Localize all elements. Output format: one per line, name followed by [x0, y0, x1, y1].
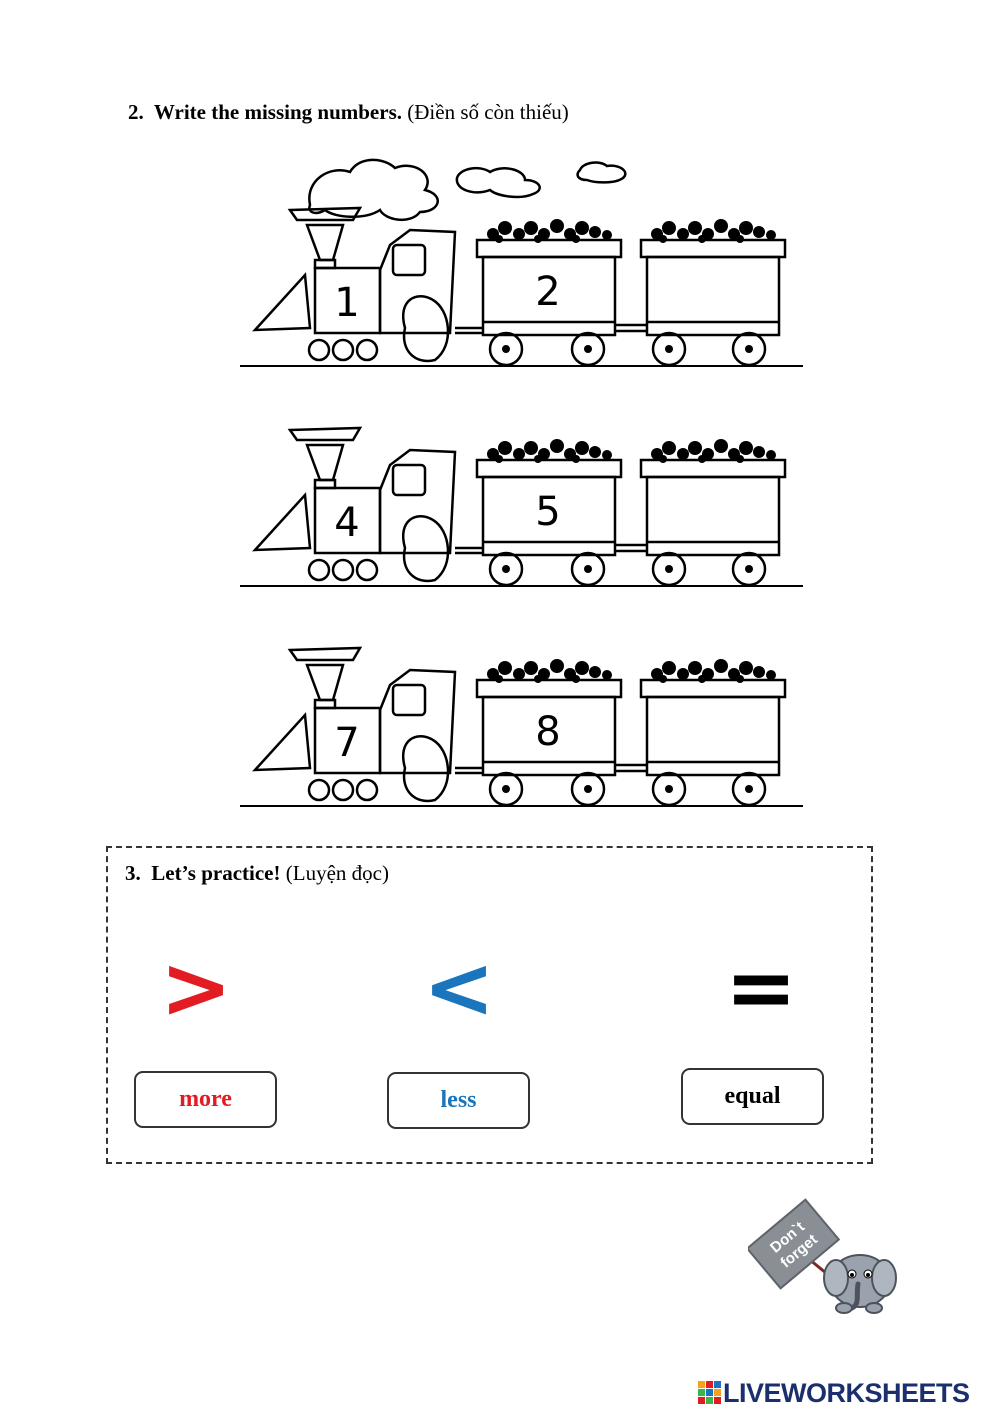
elephant-icon: Don`t forget	[745, 1198, 897, 1314]
engine-number: 7	[334, 720, 359, 766]
section-3-title: Let’s practice!	[151, 861, 281, 885]
section-2-subtitle: (Điền số còn thiếu)	[407, 100, 569, 124]
word-box-equal: equal	[681, 1068, 824, 1125]
train-illustration: 4 5	[240, 426, 803, 587]
section-2-heading: 2. Write the missing numbers. (Điền số c…	[128, 100, 569, 125]
word-box-more: more	[134, 1071, 277, 1128]
word-less: less	[440, 1087, 477, 1113]
brand-name: LIVEWORKSHEETS	[723, 1377, 970, 1408]
word-equal: equal	[724, 1083, 781, 1109]
elephant-mascot: Don`t forget	[745, 1196, 898, 1316]
word-box-less: less	[387, 1072, 530, 1129]
section-2-title: Write the missing numbers.	[153, 100, 402, 124]
train-row-3: 7 8	[235, 590, 810, 815]
section-3-subtitle: (Luyện đọc)	[285, 861, 389, 885]
word-more: more	[179, 1086, 232, 1112]
car-1-number: 2	[535, 269, 560, 315]
train-illustration: 7 8	[240, 646, 803, 807]
train-row-2: 4 5	[235, 370, 810, 595]
train-illustration: 1 2	[240, 158, 803, 367]
liveworksheets-logo-icon	[698, 1381, 721, 1404]
practice-box	[106, 846, 873, 1164]
engine-number: 1	[334, 280, 359, 326]
car-1-number: 8	[535, 709, 560, 755]
less-than-symbol: <	[423, 938, 496, 1038]
train-row-1: 1 2	[235, 150, 810, 375]
brand-logo: LIVEWORKSHEETS	[697, 1378, 970, 1408]
equal-symbol: =	[725, 938, 798, 1038]
section-3-number: 3.	[125, 861, 141, 885]
car-1-number: 5	[535, 489, 560, 535]
engine-number: 4	[334, 500, 359, 546]
section-2-number: 2.	[128, 100, 144, 124]
section-3-heading: 3. Let’s practice! (Luyện đọc)	[125, 861, 389, 886]
greater-than-symbol: >	[160, 938, 233, 1038]
